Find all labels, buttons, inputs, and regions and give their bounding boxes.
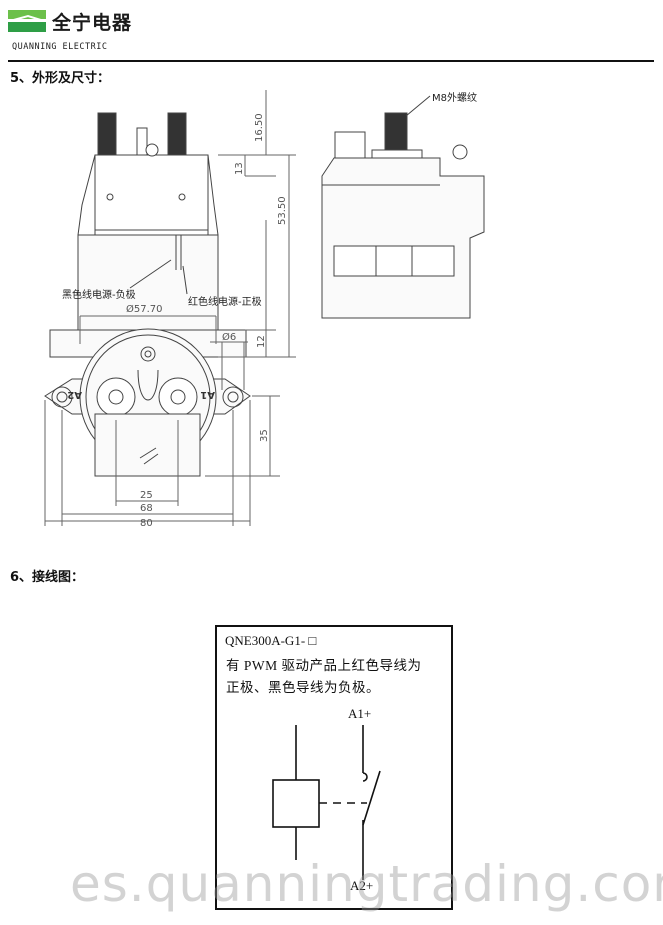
watermark: es.quanningtrading.com xyxy=(70,855,663,913)
side-view xyxy=(321,95,485,319)
wiring-schematic xyxy=(272,725,381,880)
black-wire-label: 黑色线电源-负极 xyxy=(62,290,136,301)
company-logo xyxy=(8,10,46,32)
m8-thread-label: M8外螺纹 xyxy=(432,93,477,104)
wiring-note-line1: 有 PWM 驱动产品上红色导线为 xyxy=(226,658,422,673)
dim-68: 68 xyxy=(140,503,153,514)
top-view xyxy=(44,328,251,477)
section-title-wiring: 6、接线图： xyxy=(10,570,85,585)
dim-25: 25 xyxy=(140,490,153,501)
dim-80: 80 xyxy=(140,518,153,529)
brand-name-chinese: 全宁电器 xyxy=(52,12,133,34)
top-view-dimension-lines xyxy=(44,315,280,526)
red-wire-label: 红色线电源-正极 xyxy=(188,297,262,308)
coil-symbol xyxy=(272,779,320,828)
dim-53-50: 53.50 xyxy=(277,196,288,225)
dim-16-50: 16.50 xyxy=(254,113,265,142)
header-divider xyxy=(8,60,654,62)
dimension-drawing: 16.50 13 53.50 12 Ø57.70 Ø6 A2 A1 35 25 … xyxy=(44,90,485,529)
dim-35: 35 xyxy=(259,429,270,442)
terminal-a1-label: A1+ xyxy=(348,706,372,721)
terminal-label-a2: A2 xyxy=(67,389,82,400)
dim-13: 13 xyxy=(234,162,245,175)
terminal-label-a1: A1 xyxy=(200,389,215,400)
section-title-dimensions: 5、外形及尺寸： xyxy=(10,71,111,86)
dim-diameter-57-70: Ø57.70 xyxy=(126,303,163,315)
dim-diameter-6: Ø6 xyxy=(222,331,236,343)
wiring-model-label: QNE300A-G1- □ xyxy=(225,633,317,648)
contact-hook xyxy=(362,772,368,782)
terminal-a2-label: A2+ xyxy=(350,878,374,893)
wiring-note-line2: 正极、黑色导线为负极。 xyxy=(226,680,380,695)
dim-12: 12 xyxy=(256,335,267,348)
switch-blade xyxy=(362,770,381,826)
wiring-diagram-box xyxy=(215,625,453,910)
vertical-dimension-lines xyxy=(218,90,296,358)
front-view xyxy=(49,112,247,358)
brand-name-english: QUANNING ELECTRIC xyxy=(12,42,108,52)
